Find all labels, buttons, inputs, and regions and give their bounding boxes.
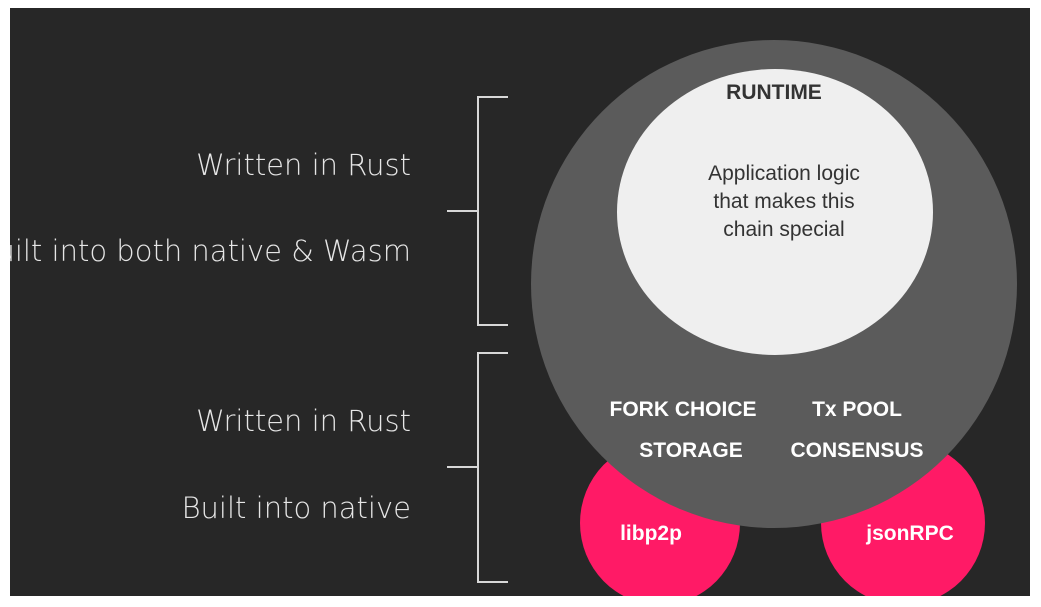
runtime-title: RUNTIME <box>726 81 822 104</box>
lower-bracket <box>447 352 508 583</box>
libp2p-label: libp2p <box>620 522 682 545</box>
runtime-desc-line: chain special <box>723 218 844 241</box>
upper-label-written: Written in Rust <box>196 148 411 182</box>
runtime-desc-line: that makes this <box>713 190 854 213</box>
consensus-label: CONSENSUS <box>790 439 923 462</box>
upper-label-built: Built into both native & Wasm <box>10 234 411 268</box>
upper-bracket <box>447 96 508 326</box>
jsonrpc-label: jsonRPC <box>865 522 954 545</box>
lower-label-built: Built into native <box>182 491 411 525</box>
tx-pool-label: Tx POOL <box>812 398 902 421</box>
diagram-stage: Written in Rust Built into both native &… <box>10 8 1030 596</box>
lower-label-written: Written in Rust <box>196 404 411 438</box>
storage-label: STORAGE <box>639 439 742 462</box>
runtime-circle <box>617 69 933 355</box>
runtime-desc-line: Application logic <box>708 162 860 185</box>
fork-choice-label: FORK CHOICE <box>610 398 757 421</box>
substrate-diagram: Written in Rust Built into both native &… <box>10 40 1017 596</box>
